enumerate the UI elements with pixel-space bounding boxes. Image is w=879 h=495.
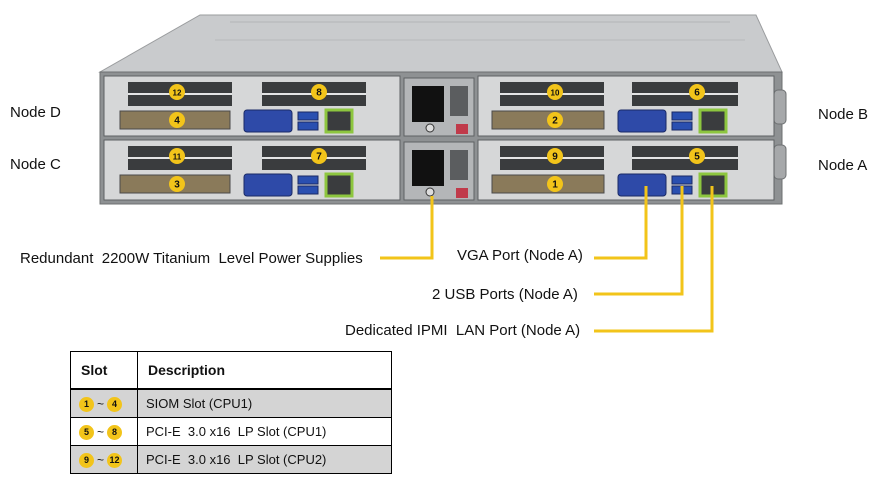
slot-badge: 8 <box>107 424 123 440</box>
slot-badge-label: 1 <box>552 180 558 191</box>
slot-badge-7 <box>311 148 327 164</box>
slot-description: PCI-E 3.0 x16 LP Slot (CPU2) <box>137 445 392 474</box>
slot-badge-label: 6 <box>694 88 700 99</box>
slot-badge-6 <box>689 84 705 100</box>
table-row: 5~8 PCI-E 3.0 x16 LP Slot (CPU1) <box>70 417 392 446</box>
slot-badge: 1 <box>79 396 94 412</box>
vga-callout-line <box>594 186 648 260</box>
slot-badge: 12 <box>107 452 123 468</box>
table-row: 1~4 SIOM Slot (CPU1) <box>70 388 392 418</box>
ipmi-callout-label: Dedicated IPMI LAN Port (Node A) <box>345 322 581 339</box>
slot-badge-label: 3 <box>174 180 180 191</box>
slot-badge-8 <box>311 84 327 100</box>
slot-badge-10 <box>547 84 563 100</box>
slot-badge-label: 2 <box>552 116 558 127</box>
node-a-label: Node A <box>818 157 868 174</box>
slot-badge-9 <box>547 148 563 164</box>
slot-badge-12 <box>169 84 185 100</box>
slot-description: SIOM Slot (CPU1) <box>137 388 392 418</box>
slot-badge-label: 8 <box>316 88 322 99</box>
vga-callout-label: VGA Port (Node A) <box>457 247 583 264</box>
slot-badge-2 <box>547 112 563 128</box>
vga-port-node-b <box>617 109 667 133</box>
slot-description: PCI-E 3.0 x16 LP Slot (CPU1) <box>137 417 392 446</box>
node-c-label: Node C <box>10 156 61 173</box>
slot-badge-label: 7 <box>316 152 322 163</box>
vga-port-node-c <box>243 173 293 197</box>
node-b-label: Node B <box>818 106 869 123</box>
slot-badge-3 <box>169 176 185 192</box>
slot-badge-1 <box>547 176 563 192</box>
power-supply-units <box>403 77 475 201</box>
slot-description-table: Slot Description 1~4 SIOM Slot (CPU1) 5~… <box>70 351 392 474</box>
table-row: 9~12 PCI-E 3.0 x16 LP Slot (CPU2) <box>70 445 392 474</box>
slot-badge-label: 4 <box>174 116 180 127</box>
slot-badge-11 <box>169 148 185 164</box>
slot-badge-4 <box>169 112 185 128</box>
psu-callout-line <box>380 196 434 260</box>
vga-port-node-d <box>243 109 293 133</box>
psu-callout-label: Redundant 2200W Titanium Level Power Sup… <box>20 250 363 267</box>
node-d-label: Node D <box>10 104 61 121</box>
slot-column-header: Slot <box>70 351 138 390</box>
vga-port-node-a <box>617 173 667 197</box>
slot-badge-label: 9 <box>552 152 558 163</box>
slot-badge: 9 <box>79 452 94 468</box>
usb-callout-line <box>594 186 684 296</box>
chassis-top <box>98 14 783 73</box>
description-column-header: Description <box>137 351 392 390</box>
usb-callout-label: 2 USB Ports (Node A) <box>432 286 578 303</box>
slot-badge-label: 5 <box>694 152 700 163</box>
slot-badge-label: 11 <box>173 153 182 162</box>
slot-badge: 5 <box>79 424 94 440</box>
usb-ports-node-a <box>671 175 693 185</box>
slot-badge-5 <box>689 148 705 164</box>
slot-badge: 4 <box>107 396 123 412</box>
slot-badge-label: 10 <box>551 89 560 98</box>
ipmi-callout-line <box>594 186 714 333</box>
slot-badge-label: 12 <box>173 89 182 98</box>
